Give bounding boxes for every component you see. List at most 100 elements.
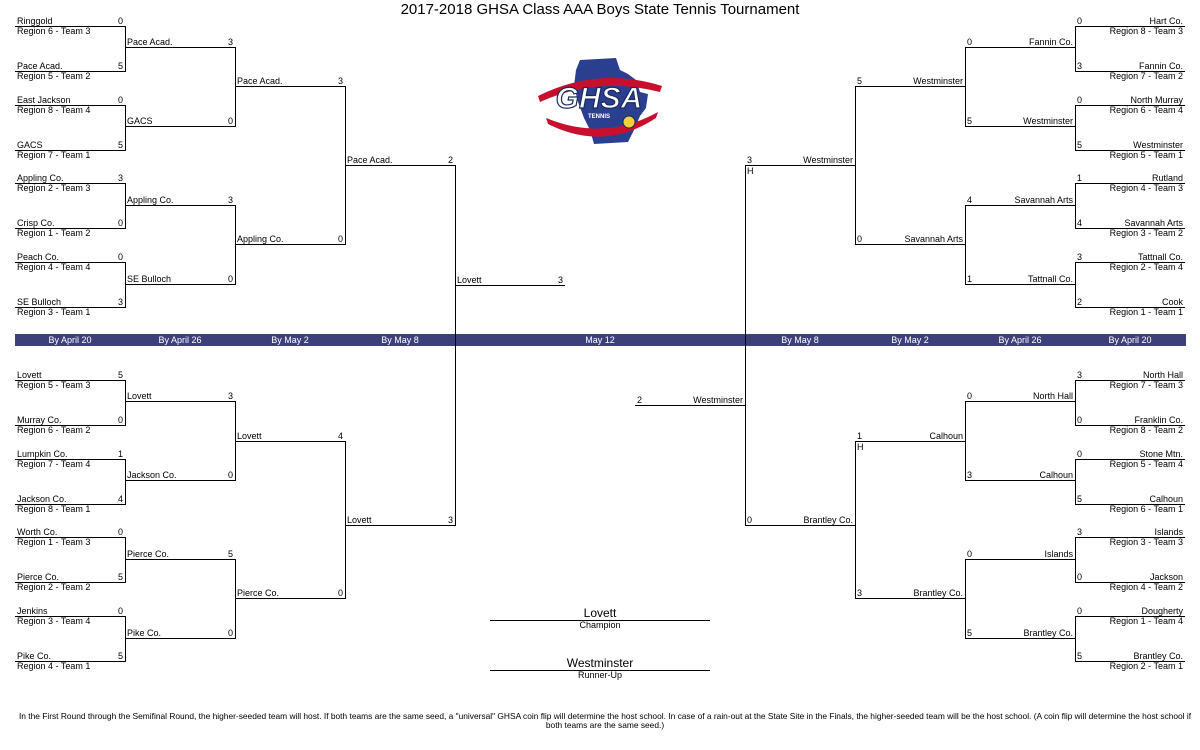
r2-right_bottom-2-line (965, 559, 1075, 560)
r3-right_bottom-0-host-marker: H (857, 442, 864, 452)
r3-left_bottom-bracket (345, 441, 346, 599)
r1-right_top-1-score: 3 (1077, 61, 1083, 71)
r1-left_bottom-0-score: 5 (117, 370, 123, 380)
r1-left_bottom-5-bracket (125, 537, 126, 583)
r1-right_top-6-score: 3 (1077, 252, 1083, 262)
r2-left_bottom-2-line (125, 559, 235, 560)
r2-left_bottom-1-name: Jackson Co. (127, 470, 177, 480)
r3-left_top-1-line (235, 244, 345, 245)
r1-left_bottom-1-name: Murray Co. (17, 415, 62, 425)
r3-left_top-0-name: Pace Acad. (237, 76, 283, 86)
r1-left_bottom-6-name: Jenkins (17, 606, 48, 616)
r1-right_top-1-line (1075, 71, 1185, 72)
r1-right_bottom-1-score: 0 (1077, 415, 1083, 425)
r3-right_top-1-score: 0 (857, 234, 863, 244)
r1-left_top-1-score: 5 (117, 61, 123, 71)
r3-right_bottom-0-line (855, 441, 965, 442)
r1-right_bottom-3-score: 5 (1077, 494, 1083, 504)
r3-left_top-0-line (235, 86, 345, 87)
r1-left_top-4-region: Region 2 - Team 3 (17, 183, 91, 193)
r1-left_top-0-score: 0 (117, 16, 123, 26)
r1-right_top-2-score: 0 (1077, 95, 1083, 105)
r3-right_bottom-0-score: 1 (857, 431, 863, 441)
r1-left_top-7-name: SE Bulloch (17, 297, 62, 307)
r2-left_bottom-2-score: 5 (227, 549, 233, 559)
r2-right_top-3-score: 1 (967, 274, 973, 284)
r1-right_top-5-line (1075, 228, 1185, 229)
r2-left_bottom-0-line (125, 401, 235, 402)
r1-right_bottom-7-name: Brantley Co. (1133, 651, 1183, 661)
r1-left_top-3-region: Region 7 - Team 1 (17, 150, 91, 160)
r2-right_bottom-3-score: 5 (967, 628, 973, 638)
r1-right_bottom-0-name: North Hall (1142, 370, 1183, 380)
r3-right_top-1-name: Savannah Arts (904, 234, 963, 244)
r2-right_bottom-0-line (965, 401, 1075, 402)
r1-left_bottom-4-region: Region 1 - Team 3 (17, 537, 91, 547)
r1-right_bottom-6-name: Dougherty (1141, 606, 1183, 616)
r1-right_bottom-6-score: 0 (1077, 606, 1083, 616)
r2-right_top-0-line (965, 47, 1075, 48)
r1-right_top-1-region: Region 7 - Team 2 (1109, 71, 1183, 81)
r1-left_bottom-4-name: Worth Co. (17, 527, 58, 537)
r1-right_bottom-5-line (1075, 582, 1185, 583)
r1-left_top-1-name: Pace Acad. (17, 61, 63, 71)
r2-right_bottom-1-score: 3 (967, 470, 973, 480)
r1-left_bottom-5-name: Pierce Co. (17, 572, 60, 582)
r1-right_bottom-3-name: Calhoun (1149, 494, 1183, 504)
champion-line (490, 620, 710, 621)
r4-right-top-host-marker: H (747, 166, 754, 176)
r1-right_bottom-5-region: Region 4 - Team 2 (1109, 582, 1183, 592)
r1-left_bottom-6-score: 0 (117, 606, 123, 616)
r2-right_bottom-3-bracket (965, 559, 966, 639)
r2-left_top-3-bracket (235, 205, 236, 285)
r1-left_top-2-line (15, 105, 125, 106)
r1-left_top-6-line (15, 262, 125, 263)
r2-left_bottom-3-score: 0 (227, 628, 233, 638)
r1-right_bottom-2-name: Stone Mtn. (1139, 449, 1183, 459)
r2-right_top-0-name: Fannin Co. (1028, 37, 1073, 47)
r4-left-bracket (455, 165, 456, 526)
r1-left_top-5-line (15, 228, 125, 229)
r1-left_top-2-region: Region 8 - Team 4 (17, 105, 91, 115)
r4-left-bottom-name: Lovett (347, 515, 372, 525)
r1-right_bottom-6-line (1075, 616, 1185, 617)
r2-left_bottom-1-line (125, 480, 235, 481)
r1-right_top-2-name: North Murray (1130, 95, 1183, 105)
r1-right_top-3-score: 5 (1077, 140, 1083, 150)
r1-right_top-7-score: 2 (1077, 297, 1083, 307)
r1-left_top-0-region: Region 6 - Team 3 (17, 26, 91, 36)
r2-right_top-2-score: 4 (967, 195, 973, 205)
r2-left_top-3-line (125, 284, 235, 285)
r2-right_top-1-score: 5 (967, 116, 973, 126)
r2-left_top-3-score: 0 (227, 274, 233, 284)
r1-left_bottom-7-name: Pike Co. (17, 651, 52, 661)
r1-left_bottom-1-region: Region 6 - Team 2 (17, 425, 91, 435)
r1-left_top-5-bracket (125, 183, 126, 229)
r1-left_bottom-0-region: Region 5 - Team 3 (17, 380, 91, 390)
r2-left_top-1-bracket (235, 47, 236, 127)
r2-left_top-2-line (125, 205, 235, 206)
final-left-score: 3 (557, 275, 563, 285)
r1-right_bottom-5-name: Jackson (1149, 572, 1183, 582)
final-left-line (455, 285, 565, 286)
r2-left_top-3-name: SE Bulloch (127, 274, 172, 284)
round-date-label: By May 8 (781, 335, 819, 345)
r2-right_top-3-bracket (965, 205, 966, 285)
r1-right_bottom-3-line (1075, 504, 1185, 505)
r2-left_bottom-3-bracket (235, 559, 236, 639)
r1-left_top-1-region: Region 5 - Team 2 (17, 71, 91, 81)
r2-right_top-3-name: Tattnall Co. (1027, 274, 1073, 284)
r1-left_top-1-line (15, 71, 125, 72)
r1-left_top-0-name: Ringgold (17, 16, 53, 26)
r1-right_top-6-line (1075, 262, 1185, 263)
r1-right_top-7-name: Cook (1161, 297, 1183, 307)
r3-left_bottom-1-name: Pierce Co. (237, 588, 280, 598)
r1-right_bottom-4-score: 3 (1077, 527, 1083, 537)
r4-left-top-line (345, 165, 455, 166)
final-right-score: 2 (637, 395, 643, 405)
r1-left_top-5-score: 0 (117, 218, 123, 228)
r1-right_bottom-4-region: Region 3 - Team 3 (1109, 537, 1183, 547)
r1-left_bottom-3-name: Jackson Co. (17, 494, 67, 504)
r1-left_bottom-7-region: Region 4 - Team 1 (17, 661, 91, 671)
